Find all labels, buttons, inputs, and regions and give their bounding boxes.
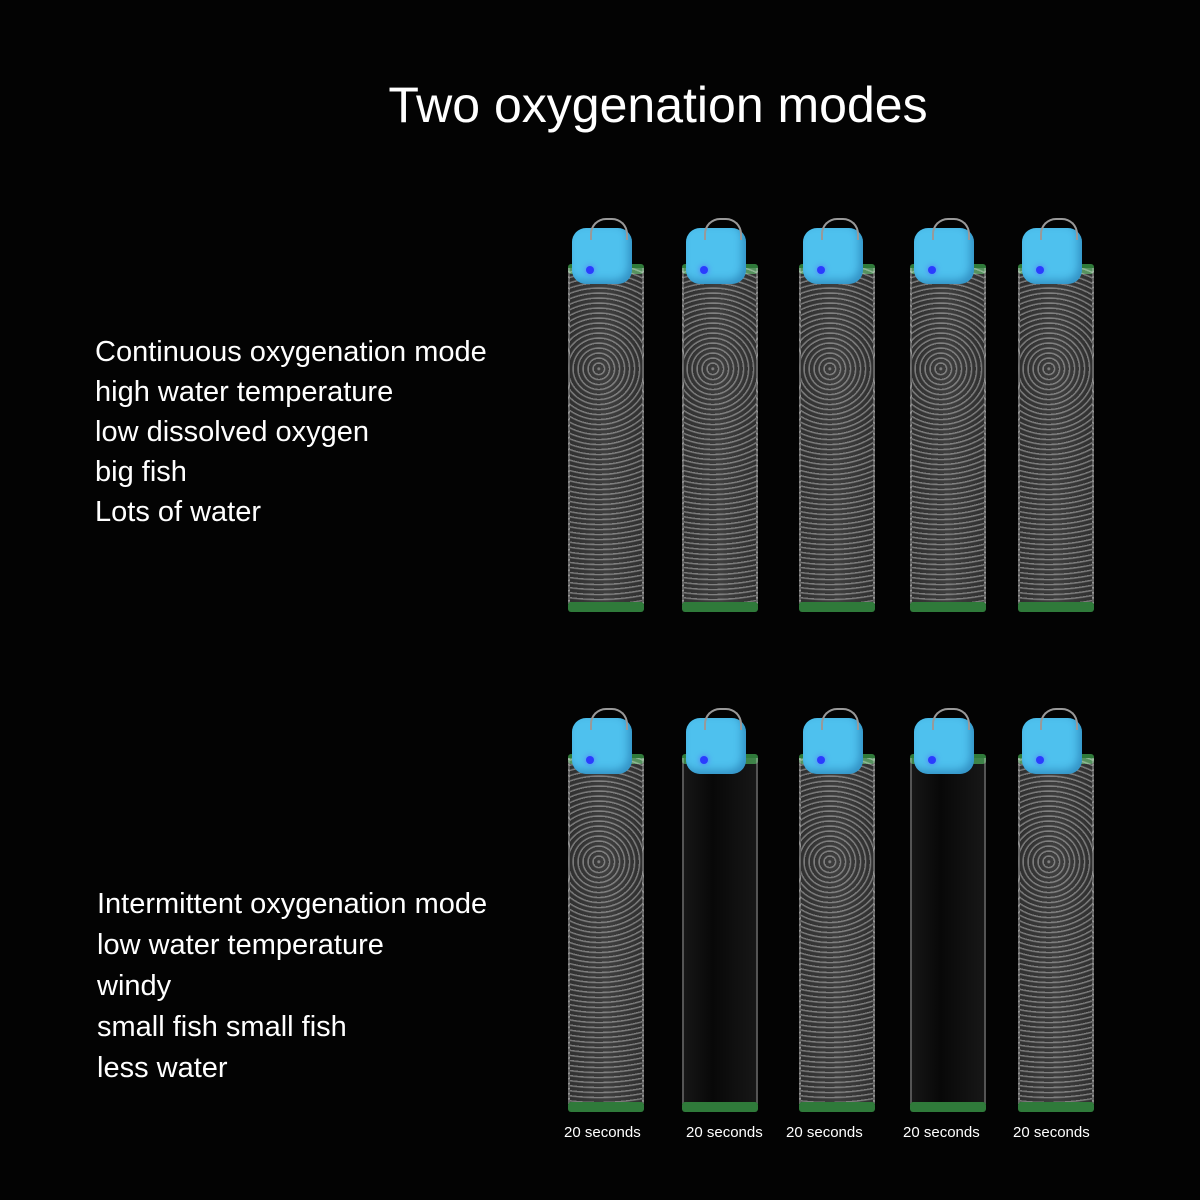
bubbling-water bbox=[682, 268, 758, 604]
led-icon bbox=[700, 756, 708, 764]
bubbling-water bbox=[568, 758, 644, 1104]
led-icon bbox=[1036, 756, 1044, 764]
air-pump bbox=[686, 708, 746, 774]
tube-base bbox=[1018, 602, 1094, 612]
air-pump bbox=[1022, 708, 1082, 774]
led-icon bbox=[1036, 266, 1044, 274]
led-icon bbox=[586, 266, 594, 274]
tube-base bbox=[910, 602, 986, 612]
line: less water bbox=[97, 1052, 228, 1084]
line: Lots of water bbox=[95, 496, 262, 528]
tube-base bbox=[910, 1102, 986, 1112]
pump-handle bbox=[590, 708, 628, 730]
tube-base bbox=[1018, 1102, 1094, 1112]
bubbling-water bbox=[1018, 268, 1094, 604]
caption: 20 seconds bbox=[686, 1124, 763, 1141]
line: Intermittent oxygenation mode bbox=[97, 888, 488, 920]
pump-handle bbox=[704, 218, 742, 240]
led-icon bbox=[928, 756, 936, 764]
bubbling-water bbox=[799, 268, 875, 604]
led-icon bbox=[817, 756, 825, 764]
air-pump bbox=[1022, 218, 1082, 284]
caption: 20 seconds bbox=[786, 1124, 863, 1141]
air-pump bbox=[914, 708, 974, 774]
pump-handle bbox=[1040, 708, 1078, 730]
still-water bbox=[910, 758, 986, 1104]
air-pump bbox=[803, 708, 863, 774]
pump-handle bbox=[821, 708, 859, 730]
line: low water temperature bbox=[97, 929, 384, 961]
line: Continuous oxygenation mode bbox=[95, 336, 487, 368]
tube-base bbox=[799, 602, 875, 612]
still-water bbox=[682, 758, 758, 1104]
bubbling-water bbox=[910, 268, 986, 604]
line: high water temperature bbox=[95, 376, 394, 408]
tube-base bbox=[682, 1102, 758, 1112]
bubbling-water bbox=[799, 758, 875, 1104]
air-pump bbox=[572, 218, 632, 284]
continuous-mode-text: Continuous oxygenation mode high water t… bbox=[95, 332, 487, 532]
line: small fish small fish bbox=[97, 1011, 347, 1043]
pump-handle bbox=[704, 708, 742, 730]
tube-base bbox=[568, 602, 644, 612]
caption: 20 seconds bbox=[903, 1124, 980, 1141]
air-pump bbox=[686, 218, 746, 284]
air-pump bbox=[572, 708, 632, 774]
page-title: Two oxygenation modes bbox=[388, 77, 928, 133]
line: low dissolved oxygen bbox=[95, 416, 370, 448]
air-pump bbox=[914, 218, 974, 284]
pump-handle bbox=[590, 218, 628, 240]
caption: 20 seconds bbox=[1013, 1124, 1090, 1141]
line: big fish bbox=[95, 456, 187, 488]
pump-handle bbox=[1040, 218, 1078, 240]
bubbling-water bbox=[568, 268, 644, 604]
led-icon bbox=[700, 266, 708, 274]
air-pump bbox=[803, 218, 863, 284]
led-icon bbox=[928, 266, 936, 274]
tube-base bbox=[682, 602, 758, 612]
intermittent-mode-text: Intermittent oxygenation mode low water … bbox=[97, 884, 487, 1089]
line: windy bbox=[97, 970, 172, 1002]
tube-base bbox=[568, 1102, 644, 1112]
bubbling-water bbox=[1018, 758, 1094, 1104]
tube-base bbox=[799, 1102, 875, 1112]
pump-handle bbox=[821, 218, 859, 240]
pump-handle bbox=[932, 218, 970, 240]
led-icon bbox=[586, 756, 594, 764]
caption: 20 seconds bbox=[564, 1124, 641, 1141]
led-icon bbox=[817, 266, 825, 274]
pump-handle bbox=[932, 708, 970, 730]
